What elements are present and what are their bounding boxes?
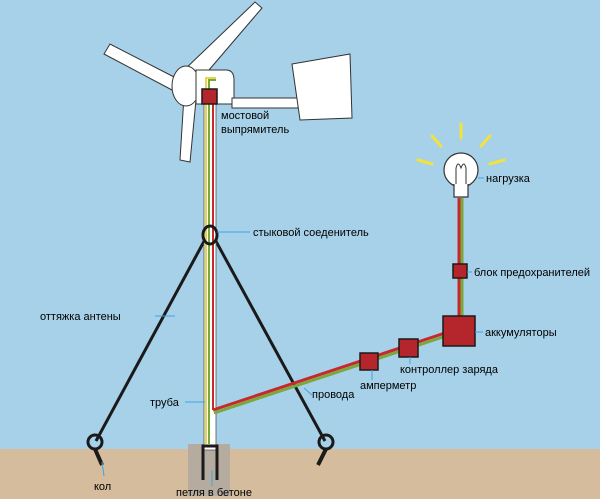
fuse-block-label: блок предохранителей [474, 267, 590, 279]
concrete-loop [201, 444, 219, 480]
butt-connector [201, 224, 219, 246]
guy-lines [94, 233, 327, 442]
pipe-label: труба [150, 397, 180, 409]
mast-wires [205, 77, 216, 444]
ammeter-box [359, 352, 379, 371]
bridge-rectifier-label-line-2: выпрямитель [221, 124, 289, 136]
bridge-rectifier-box [201, 88, 218, 105]
stake-right [316, 433, 335, 466]
stake-left [86, 433, 104, 466]
wires-label: провода [312, 389, 355, 401]
bridge-rectifier-label-line-1: мостовой [221, 110, 269, 122]
loop-in-concrete-label: петля в бетоне [176, 487, 252, 499]
charge-controller-label: контроллер заряда [400, 364, 499, 376]
load-label: нагрузка [486, 173, 531, 185]
ammeter-label: амперметр [360, 380, 416, 392]
ground [0, 449, 600, 499]
stake-label: кол [94, 481, 111, 493]
fuse-block-box [452, 263, 468, 279]
batteries-box [442, 315, 476, 347]
batteries-label: аккумуляторы [485, 327, 557, 339]
wind-turbine-icon [103, 1, 353, 163]
leader-lines [101, 177, 484, 486]
antenna-guy-label: оттяжка антены [40, 311, 121, 323]
butt-connector-label: стыковой соеденитель [253, 227, 369, 239]
charge-controller-box [398, 338, 419, 358]
light-bulb-icon [416, 122, 506, 198]
concrete-block [188, 444, 230, 496]
